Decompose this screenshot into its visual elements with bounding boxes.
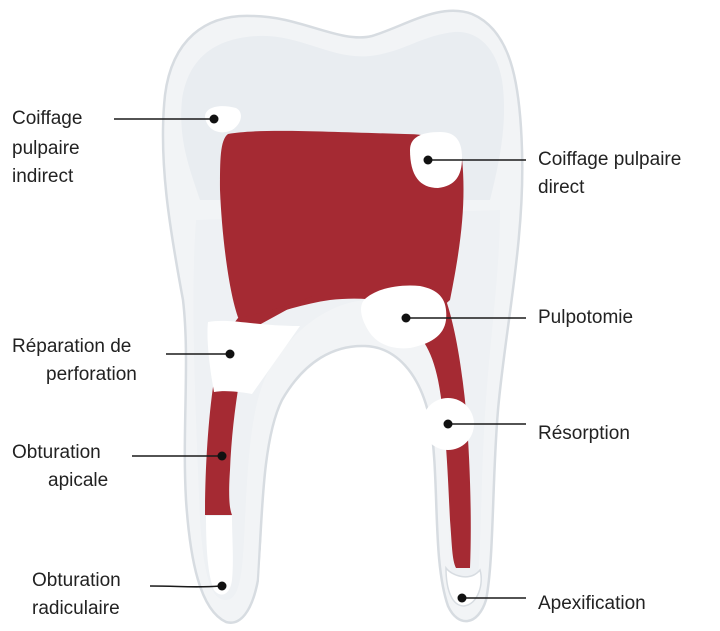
label-reparation-perforation-2: perforation (46, 364, 137, 385)
label-pulpotomie: Pulpotomie (538, 307, 633, 328)
label-obturation-radiculaire-1: Obturation (32, 570, 121, 591)
label-apexification: Apexification (538, 593, 646, 614)
label-obturation-apicale-2: apicale (48, 470, 108, 491)
dot-resorption (444, 420, 453, 429)
label-obturation-apicale-1: Obturation (12, 442, 101, 463)
dot-pulpotomie (402, 314, 411, 323)
label-coiffage-indirect-3: indirect (12, 166, 74, 187)
dot-obturation-radiculaire (218, 582, 227, 591)
leader-obturation-radiculaire (150, 586, 220, 587)
label-coiffage-indirect-1: Coiffage (12, 108, 82, 129)
dot-coiffage-indirect (210, 115, 219, 124)
label-reparation-perforation-1: Réparation de (12, 336, 131, 357)
dot-obturation-apicale (218, 452, 227, 461)
label-coiffage-indirect-2: pulpaire (12, 138, 80, 159)
dot-coiffage-direct (424, 156, 433, 165)
label-coiffage-direct-1: Coiffage pulpaire (538, 149, 681, 170)
dot-apexification (458, 594, 467, 603)
label-obturation-radiculaire-2: radiculaire (32, 598, 120, 619)
label-resorption: Résorption (538, 423, 630, 444)
label-coiffage-direct-2: direct (538, 177, 585, 198)
dot-reparation-perforation (226, 350, 235, 359)
